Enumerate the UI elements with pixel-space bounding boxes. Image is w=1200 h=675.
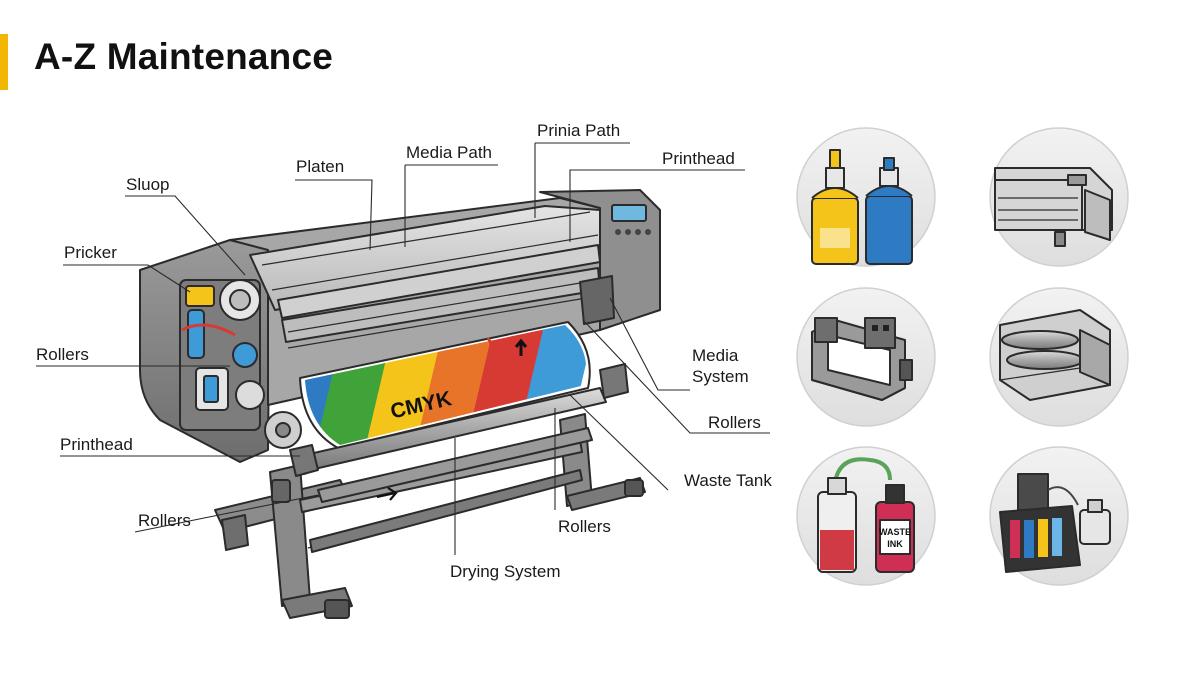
waste-bottle-label-2: INK <box>887 539 903 549</box>
waste-ink-bottle-icon: WASTE INK <box>817 457 915 573</box>
title-accent-bar <box>0 34 8 90</box>
control-panel-screen <box>611 204 647 222</box>
thumbnail-ink-cartridges <box>989 446 1129 586</box>
thumbnail-printer-body <box>989 127 1129 267</box>
waste-bottle-label-1: WASTE <box>879 527 911 537</box>
pricker-unit <box>185 285 215 307</box>
label-rollers-left: Rollers <box>36 345 89 364</box>
label-platen: Platen <box>296 157 344 176</box>
thumbnail-ink-bottles <box>796 127 936 267</box>
media-rollers-icon <box>999 309 1111 401</box>
label-prinia-path: Prinia Path <box>537 121 620 140</box>
left-mechanism <box>179 279 302 449</box>
label-media-system-line2: System <box>692 367 749 386</box>
printer-illustration: CMYK <box>139 189 661 619</box>
thumbnail-grid: WASTE INK <box>796 127 1129 586</box>
label-printhead-top: Printhead <box>662 149 735 168</box>
label-pricker: Pricker <box>64 243 117 262</box>
label-printhead-left: Printhead <box>60 435 133 454</box>
label-media-system-line1: Media <box>692 346 739 365</box>
ink-bottles-icon <box>811 149 913 265</box>
ink-cartridge-icon <box>999 473 1111 573</box>
label-drying-system: Drying System <box>450 562 561 581</box>
page-title: A-Z Maintenance <box>34 36 334 77</box>
thumbnail-waste-ink: WASTE INK <box>796 446 936 586</box>
printhead-carriage-icon <box>811 317 913 401</box>
label-media-path: Media Path <box>406 143 492 162</box>
label-rollers-bottom-left: Rollers <box>138 511 191 530</box>
thumbnail-printhead-carriage <box>796 287 936 427</box>
label-rollers-bottom: Rollers <box>558 517 611 536</box>
label-waste-tank: Waste Tank <box>684 471 772 490</box>
printer-body-icon <box>994 167 1113 247</box>
label-rollers-right: Rollers <box>708 413 761 432</box>
leader-lines <box>36 142 770 555</box>
label-sluop: Sluop <box>126 175 169 194</box>
callout-labels: Platen Media Path Prinia Path Printhead … <box>36 121 772 581</box>
thumbnail-media-rollers <box>989 287 1129 427</box>
